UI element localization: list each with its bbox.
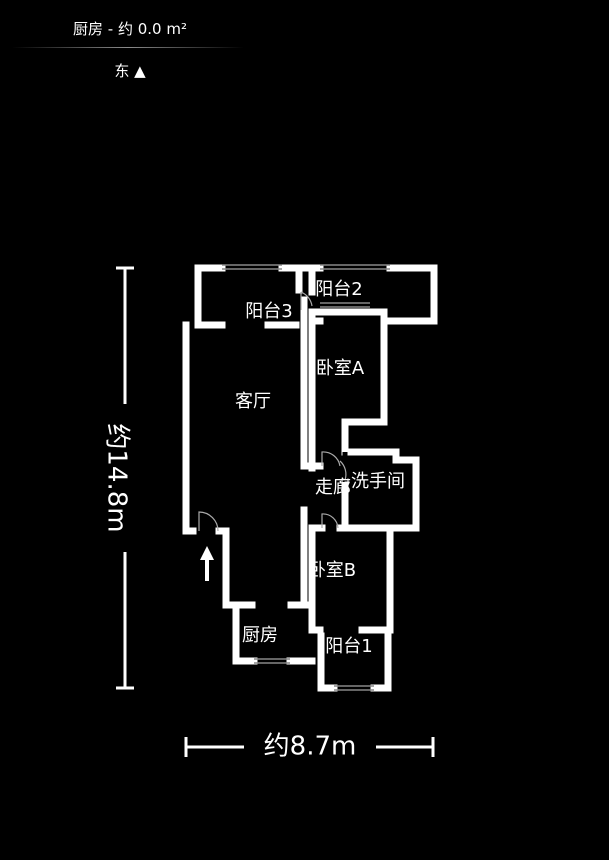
walls [182, 264, 438, 692]
room-label-balcony-3: 阳台3 [245, 301, 292, 322]
compass-indicator: 东 ▲ [114, 62, 146, 80]
height-dimension: 约14.8m [102, 266, 134, 690]
doors [198, 291, 348, 532]
balcony-door [300, 291, 313, 310]
arrow-up-icon [200, 546, 214, 581]
room-label-living-room: 客厅 [235, 391, 271, 412]
entrance-door [198, 511, 219, 532]
room-label-balcony-1: 阳台1 [325, 636, 372, 657]
height-dimension-label: 约14.8m [102, 423, 132, 532]
bedroom-a-door [321, 451, 341, 467]
room-label-balcony-2: 阳台2 [315, 279, 362, 300]
bedroom-b-door [321, 513, 339, 529]
room-label-kitchen: 厨房 [242, 625, 278, 646]
width-dimension-label: 约8.7m [264, 732, 357, 762]
room-label-bedroom-a: 卧室A [316, 358, 365, 379]
room-label-corridor: 走廊 [315, 477, 351, 498]
page-title: 厨房 - 约 0.0 m² [73, 20, 187, 38]
windows [222, 264, 390, 691]
header-divider [12, 47, 244, 48]
bathroom-door [339, 460, 347, 481]
room-label-bedroom-b: 卧室B [308, 560, 356, 581]
room-label-bathroom: 洗手间 [351, 471, 405, 492]
width-dimension: 约8.7m [184, 732, 435, 762]
